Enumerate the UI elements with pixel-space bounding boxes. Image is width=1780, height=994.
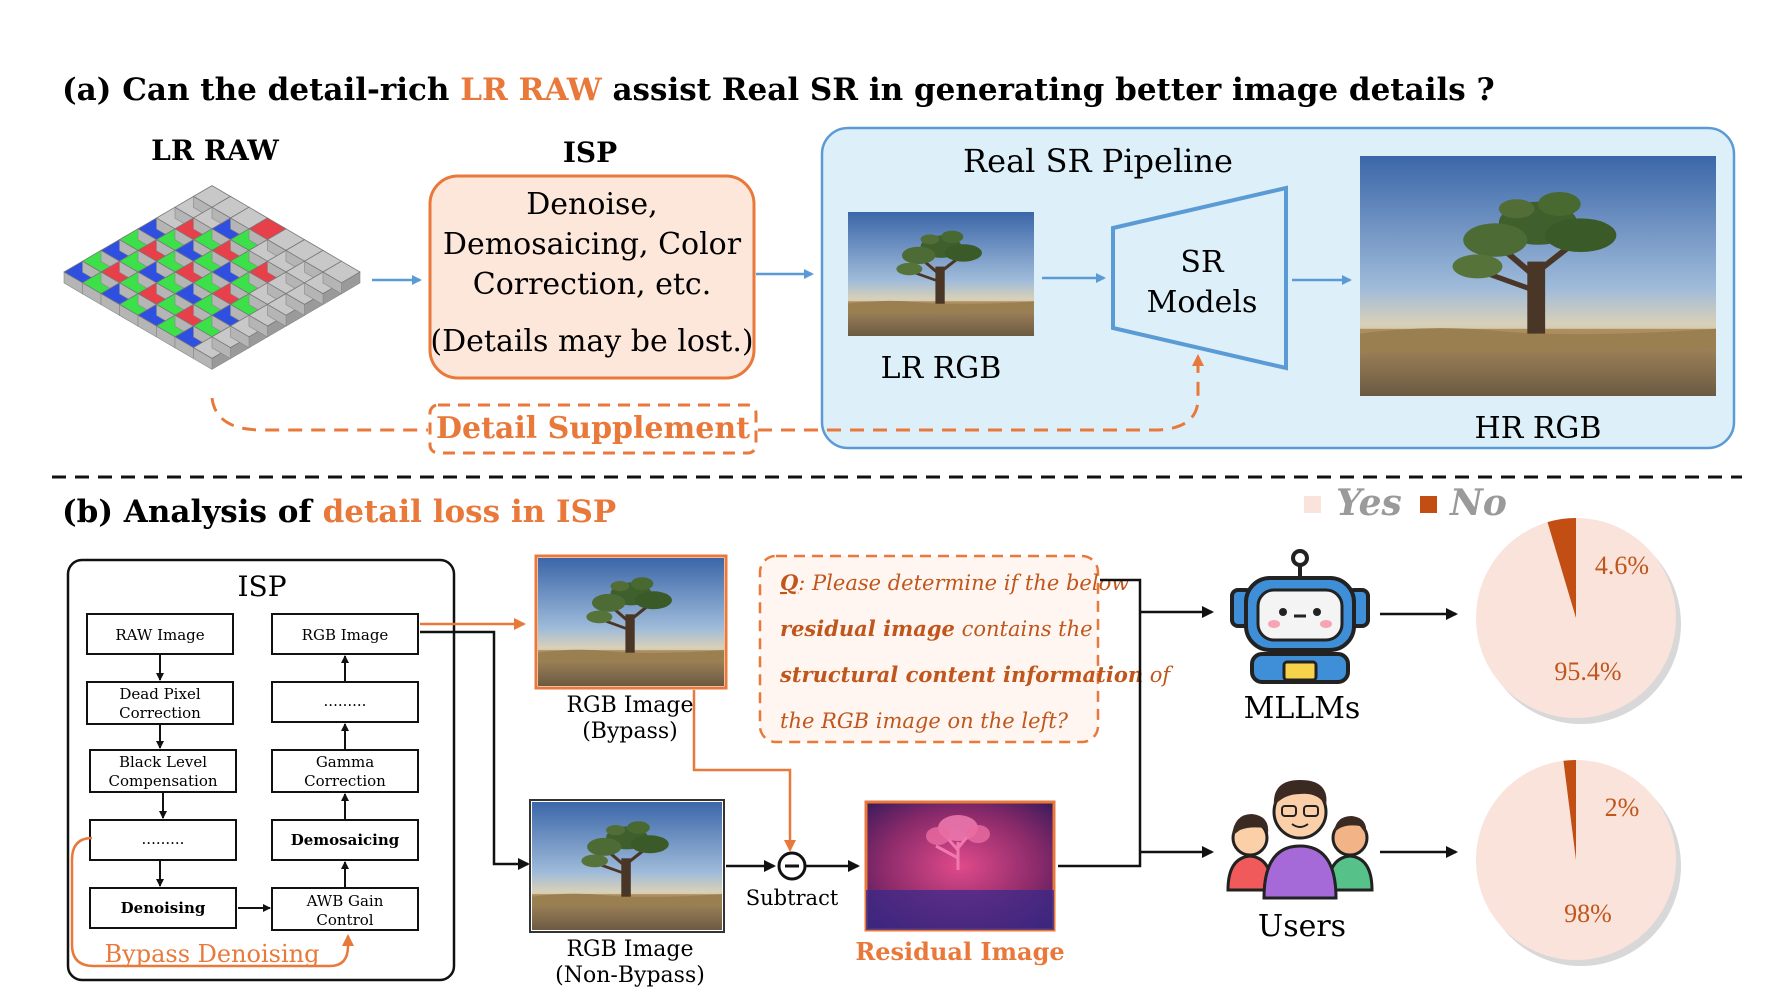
pie-1-slice-no	[1547, 518, 1576, 618]
step-raw-image-label: RAW Image	[115, 626, 204, 644]
step-gamma	[271, 749, 419, 793]
part-b-title-highlight: detail loss in ISP	[323, 494, 617, 530]
part-a-title-post: assist Real SR in generating better imag…	[602, 72, 1495, 108]
subtract-label: Subtract	[746, 886, 839, 910]
step-gamma-label-2: Correction	[304, 772, 386, 790]
pie-1-label-no: 4.6%	[1595, 551, 1649, 580]
rgb-bypass-image	[538, 558, 724, 686]
step-dead-pixel-label-2: Correction	[119, 704, 201, 722]
step-awb-label-1: AWB Gain	[306, 892, 384, 910]
part-a-title-highlight: LR RAW	[460, 72, 603, 108]
svg-text:structural content information: structural content information of	[779, 662, 1173, 687]
connector-bracket	[1058, 578, 1142, 868]
legend-yes-swatch	[1304, 496, 1321, 513]
question-line-4: the RGB image on the left?	[780, 709, 1069, 733]
question-q: Q	[780, 570, 798, 595]
residual-label: Residual Image	[855, 937, 1064, 966]
rgb-bypass-label-2: (Bypass)	[582, 719, 678, 744]
question-line-2-bold: residual image	[780, 616, 955, 641]
isp-label: ISP	[563, 136, 617, 169]
step-gamma-label-1: Gamma	[316, 753, 374, 771]
isp-pipeline-box	[66, 558, 456, 982]
robot-icon	[1230, 549, 1370, 684]
rgb-nonbypass-label-1: RGB Image	[566, 937, 693, 962]
question-line-3: of	[1143, 663, 1173, 687]
step-ellipsis-left	[89, 819, 237, 861]
lr-rgb-image	[848, 212, 1034, 336]
isp-note: (Details may be lost.)	[430, 324, 753, 359]
svg-text:Q: Please determine if the bel: Q: Please determine if the below	[780, 570, 1129, 595]
bayer-raw-grid-icon	[63, 185, 361, 370]
users-label: Users	[1258, 909, 1346, 944]
part-b-title: (b) Analysis of detail loss in ISP	[62, 494, 616, 530]
legend-no-swatch	[1420, 496, 1437, 513]
step-dead-pixel	[86, 681, 234, 725]
detail-supplement-path-left	[210, 397, 428, 432]
sr-line-2: Models	[1147, 285, 1258, 320]
part-a-title-pre: (a) Can the detail-rich	[62, 72, 460, 108]
step-ellipsis-left-label: .........	[142, 830, 185, 848]
bypass-path	[70, 836, 354, 968]
lr-raw-label: LR RAW	[151, 134, 279, 167]
step-dead-pixel-label-1: Dead Pixel	[119, 685, 200, 703]
step-rgb-image	[271, 613, 419, 655]
part-b-title-pre: (b) Analysis of	[62, 494, 323, 530]
step-denoising-label: Denoising	[121, 899, 206, 917]
pipeline-title: Real SR Pipeline	[963, 142, 1233, 180]
detail-supplement-box	[428, 403, 758, 455]
rgb-bypass-frame	[534, 554, 728, 690]
rgb-nonbypass-frame	[529, 799, 725, 933]
sr-models-trapezoid	[1111, 185, 1288, 371]
isp-box	[428, 174, 756, 380]
isp-line-2: Demosaicing, Color	[443, 227, 742, 262]
pie-2-slice-no	[1563, 760, 1576, 860]
arrow-bypass-to-subtract	[692, 690, 796, 852]
residual-image	[864, 800, 1056, 932]
question-line-3-bold: structural content information	[779, 662, 1143, 687]
arrow-to-nonbypass-image	[420, 630, 530, 870]
mllms-label: MLLMs	[1244, 691, 1361, 726]
isp-pipeline-title: ISP	[237, 570, 286, 603]
step-denoising	[89, 887, 237, 929]
svg-text:residual image contains the: residual image contains the	[780, 616, 1093, 641]
step-raw-image	[86, 613, 234, 655]
hr-rgb-label: HR RGB	[1475, 411, 1602, 446]
rgb-nonbypass-image	[532, 802, 722, 930]
question-text: Q: Please determine if the below residua…	[779, 570, 1173, 733]
step-rgb-image-label: RGB Image	[302, 626, 389, 644]
step-awb-label-2: Control	[316, 911, 373, 929]
hr-rgb-image	[1360, 156, 1716, 396]
step-demosaicing-label: Demosaicing	[291, 831, 400, 849]
detail-supplement-path-right	[758, 354, 1204, 432]
rgb-nonbypass-label-2: (Non-Bypass)	[555, 963, 705, 988]
rgb-bypass-label-1: RGB Image	[566, 693, 693, 718]
isp-line-1: Denoise,	[526, 187, 657, 222]
sr-line-1: SR	[1180, 245, 1225, 280]
pie-2-label-no: 2%	[1605, 793, 1640, 822]
part-a-title: (a) Can the detail-rich LR RAW assist Re…	[62, 72, 1495, 108]
step-ellipsis-right	[271, 681, 419, 723]
step-black-level-label-2: Compensation	[108, 772, 217, 790]
step-ellipsis-right-label: .........	[324, 692, 367, 710]
pie-2-label-yes: 98%	[1564, 899, 1612, 928]
question-box	[758, 554, 1100, 744]
pie-charts: 4.6% 95.4% 2% 98%	[1476, 518, 1681, 966]
legend-yes-label: Yes	[1336, 482, 1402, 524]
question-line-1: : Please determine if the below	[798, 571, 1129, 595]
step-black-level-label-1: Black Level	[119, 753, 207, 771]
legend-no-label: No	[1449, 482, 1507, 524]
question-line-2: contains the	[955, 617, 1093, 641]
users-icon	[1226, 780, 1374, 900]
lr-rgb-label: LR RGB	[881, 351, 1002, 386]
pie-1-label-yes: 95.4%	[1554, 657, 1621, 686]
detail-supplement-label: Detail Supplement	[436, 411, 750, 446]
bypass-label: Bypass Denoising	[105, 940, 320, 968]
isp-line-3: Correction, etc.	[473, 267, 712, 302]
